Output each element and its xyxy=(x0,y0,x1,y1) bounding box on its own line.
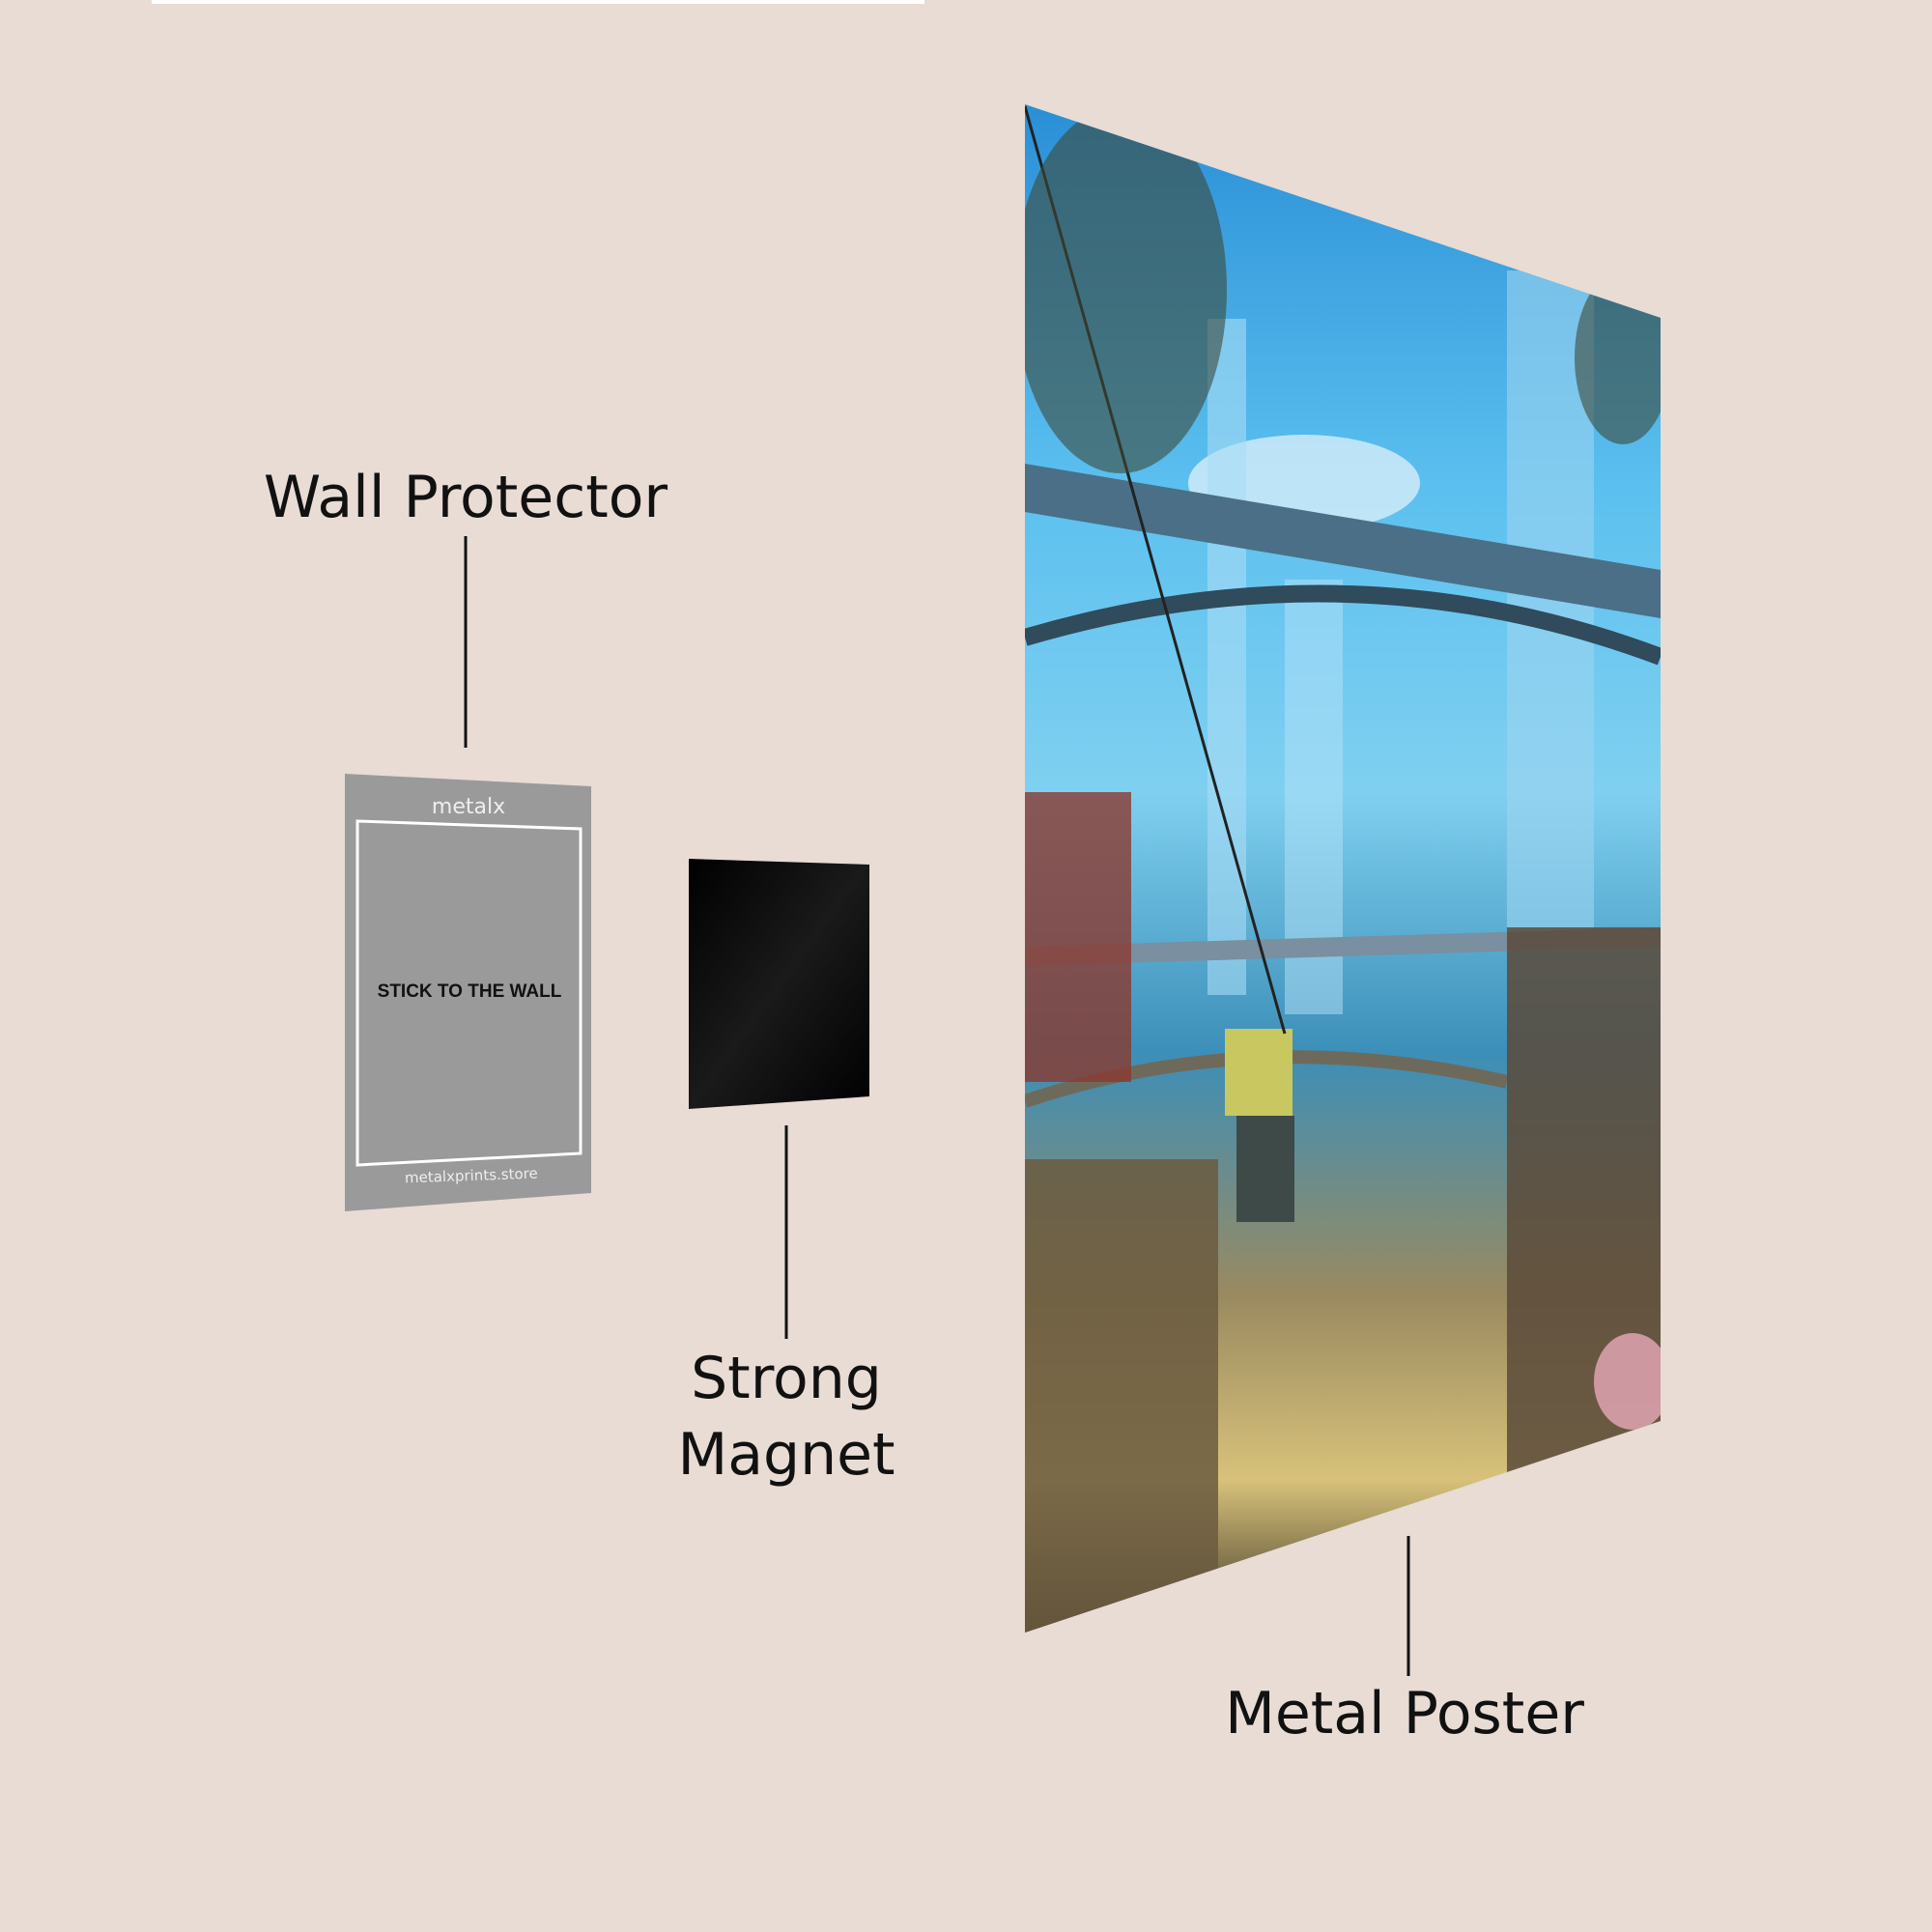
wall-protector-label: Wall Protector xyxy=(264,464,668,531)
top-edge-bar xyxy=(152,0,924,4)
strong-magnet xyxy=(689,859,869,1109)
wall-protector: metalx STICK TO THE WALL metalxprints.st… xyxy=(345,774,591,1211)
metal-poster-label: Metal Poster xyxy=(1225,1680,1584,1747)
strong-magnet-label-line2: Magnet xyxy=(677,1421,895,1489)
protector-website: metalxprints.store xyxy=(405,1165,538,1187)
strong-magnet-label-line1: Strong xyxy=(691,1345,882,1412)
protector-instruction: STICK TO THE WALL xyxy=(378,981,562,1002)
metalx-logo: metalx xyxy=(432,795,505,819)
metal-poster xyxy=(1025,104,1661,1633)
